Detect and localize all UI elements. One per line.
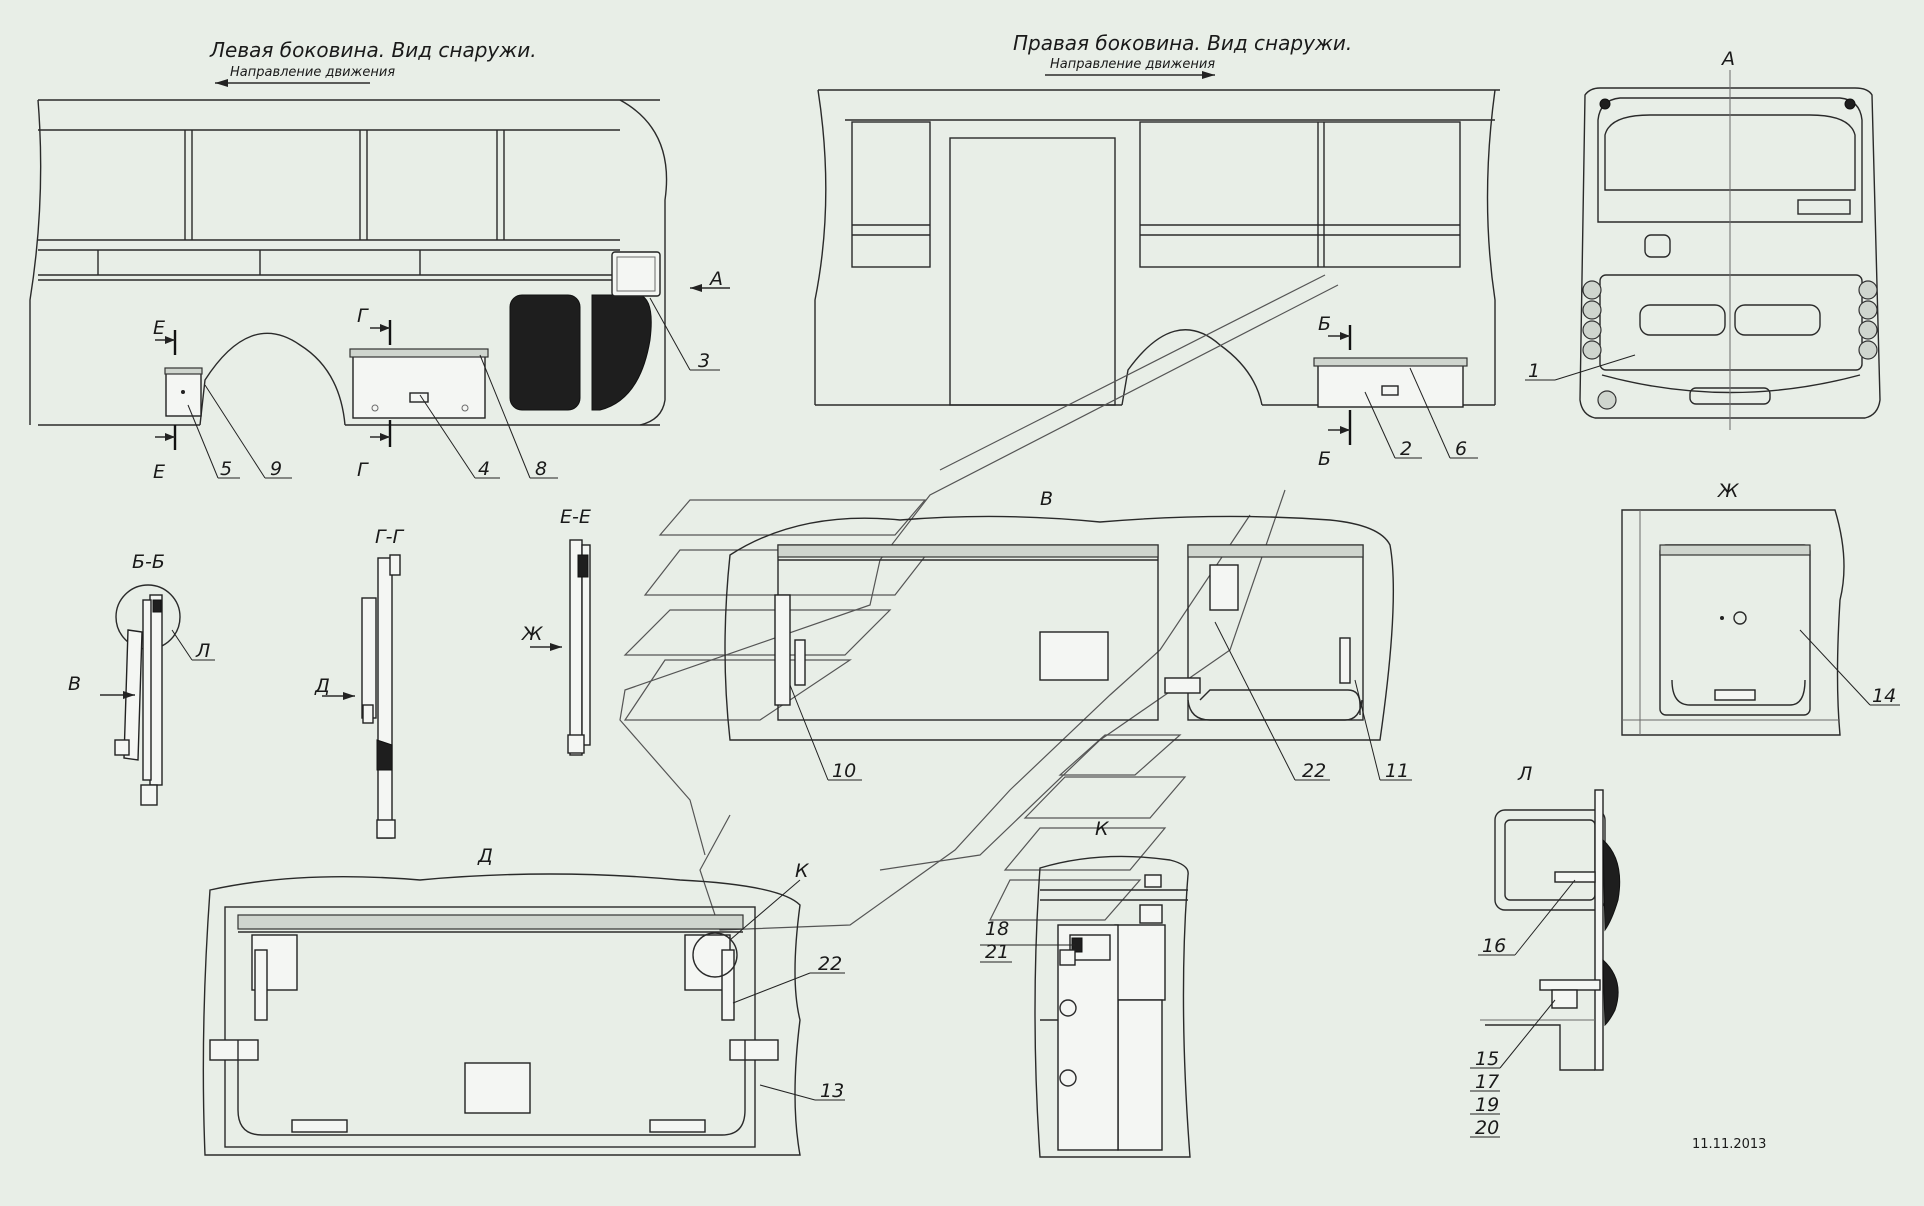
mark-e-bottom: Е xyxy=(153,461,165,483)
view-v-label: В xyxy=(1040,488,1053,510)
callout-k-mark: К xyxy=(729,860,810,941)
mark-g-bottom: Г xyxy=(357,459,369,481)
view-l xyxy=(1480,789,1621,1071)
callout-10: 10 xyxy=(789,684,862,782)
view-v xyxy=(724,515,1395,741)
plate-v xyxy=(1039,631,1109,681)
svg-text:2: 2 xyxy=(1400,438,1412,460)
callout-8: 8 xyxy=(479,354,558,480)
drawing-date: 11.11.2013 xyxy=(1692,1137,1766,1152)
callout-4: 4 xyxy=(419,394,500,480)
callout-13: 13 xyxy=(759,1080,845,1102)
projection-lines xyxy=(619,274,1339,931)
box-4 xyxy=(352,351,486,419)
section-marks-g: Г Г xyxy=(357,305,392,481)
direction-right-arrow xyxy=(1045,71,1215,79)
mark-g-top: Г xyxy=(357,305,369,327)
right-side-view xyxy=(814,89,1500,408)
svg-text:10: 10 xyxy=(832,760,856,782)
svg-text:21: 21 xyxy=(985,941,1009,963)
svg-text:3: 3 xyxy=(698,350,710,372)
direction-left-arrow xyxy=(215,79,370,87)
view-d xyxy=(202,873,801,1156)
view-gg-label: Г-Г xyxy=(375,526,404,548)
view-zh xyxy=(1621,509,1845,736)
svg-text:18: 18 xyxy=(985,918,1009,940)
left-side-view xyxy=(29,99,668,426)
direction-left-label: Направление движения xyxy=(230,65,395,80)
callout-9: 9 xyxy=(204,384,292,480)
box-2 xyxy=(1317,361,1464,408)
callout-18-21: 18 21 xyxy=(980,918,1075,963)
svg-text:8: 8 xyxy=(535,458,547,480)
svg-text:9: 9 xyxy=(270,458,282,480)
view-k xyxy=(1034,855,1191,1158)
svg-text:17: 17 xyxy=(1475,1071,1499,1093)
mark-e-top: Е xyxy=(153,317,165,339)
callout-5: 5 xyxy=(187,404,240,480)
section-marks-b: Б Б xyxy=(1318,313,1352,470)
view-bb-label: Б-Б xyxy=(132,551,165,573)
svg-text:14: 14 xyxy=(1872,685,1896,707)
view-a-label: А xyxy=(1720,48,1735,70)
right-door xyxy=(949,137,1116,406)
svg-text:Б: Б xyxy=(1318,313,1331,335)
callout-14: 14 xyxy=(1799,629,1900,707)
view-ee-label: Е-Е xyxy=(560,506,591,528)
svg-text:16: 16 xyxy=(1482,935,1506,957)
svg-text:К: К xyxy=(795,860,810,882)
svg-text:Д: Д xyxy=(314,675,330,697)
engine-grille-left xyxy=(509,294,581,411)
plate-d xyxy=(464,1062,531,1114)
svg-text:Ж: Ж xyxy=(521,623,544,645)
section-bb: В Л xyxy=(68,584,215,806)
arrow-a: А xyxy=(690,268,730,292)
view-d-label: Д xyxy=(477,845,493,867)
svg-text:Л: Л xyxy=(195,640,210,662)
callout-2: 2 xyxy=(1364,391,1422,460)
callout-6: 6 xyxy=(1409,367,1478,460)
svg-text:15: 15 xyxy=(1475,1048,1499,1070)
svg-text:5: 5 xyxy=(220,458,232,480)
svg-text:4: 4 xyxy=(478,458,490,480)
svg-text:Б: Б xyxy=(1318,448,1331,470)
rear-view-a xyxy=(1579,70,1881,430)
callout-1: 1 xyxy=(1525,354,1636,382)
callout-22-d: 22 xyxy=(732,953,845,1004)
view-l-label: Л xyxy=(1517,763,1532,785)
direction-right-label: Направление движения xyxy=(1050,57,1215,72)
svg-text:6: 6 xyxy=(1455,438,1467,460)
title-left-side: Левая боковина. Вид снаружи. xyxy=(209,38,537,62)
engine-grille-right xyxy=(591,294,652,411)
callout-16: 16 xyxy=(1478,879,1576,957)
callout-22-v: 22 xyxy=(1214,621,1330,782)
callout-11: 11 xyxy=(1354,679,1412,782)
section-ee: Ж xyxy=(521,539,591,756)
section-marks-e: Е Е xyxy=(153,317,177,483)
callout-3: 3 xyxy=(649,297,720,372)
view-k-label: К xyxy=(1095,818,1110,840)
svg-text:В: В xyxy=(68,673,81,695)
hatch-3 xyxy=(611,251,661,297)
svg-text:20: 20 xyxy=(1475,1117,1499,1139)
svg-text:22: 22 xyxy=(1302,760,1326,782)
svg-text:22: 22 xyxy=(818,953,842,975)
svg-text:1: 1 xyxy=(1528,360,1540,382)
section-gg: Д xyxy=(314,554,401,839)
svg-text:13: 13 xyxy=(820,1080,844,1102)
view-zh-label: Ж xyxy=(1717,480,1740,502)
title-right-side: Правая боковина. Вид снаружи. xyxy=(1013,31,1352,55)
svg-text:11: 11 xyxy=(1385,760,1409,782)
callout-15-20: 15 17 19 20 xyxy=(1470,999,1556,1139)
svg-text:19: 19 xyxy=(1475,1094,1499,1116)
mark-a-arrow: А xyxy=(708,268,723,290)
